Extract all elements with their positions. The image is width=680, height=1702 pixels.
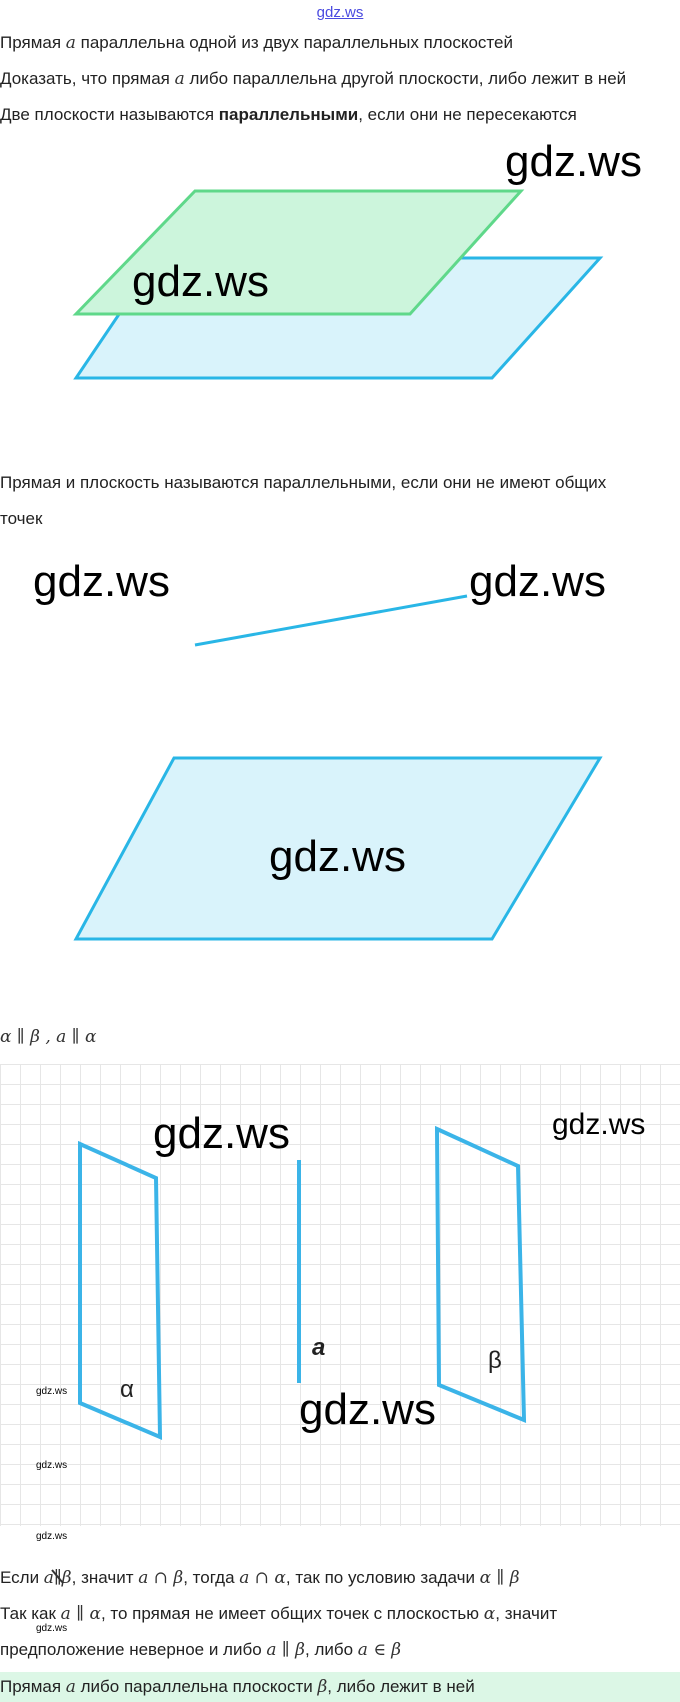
problem-line-1: Прямая a параллельна одной из двух парал… [0,32,513,54]
watermark: gdz.ws [269,832,406,881]
math: a ∩ β [138,1568,184,1588]
math: a ∈ β [357,1640,402,1660]
text: Прямая [0,33,66,52]
watermark: gdz.ws [153,1109,290,1158]
text: предположение неверное и либо [0,1640,267,1659]
watermark: gdz.ws [36,1460,68,1471]
math: α ∥ β [479,1568,520,1588]
text: , значит [71,1568,139,1587]
text: параллельна одной из двух параллельных п… [75,33,513,52]
text: либо параллельна другой плоскости, либо … [184,69,627,88]
math: β [317,1677,328,1697]
given-formula: α ∥ β , a ∥ α [0,1027,97,1047]
text: , значит [495,1604,558,1623]
line-segment [194,594,468,647]
problem-line-2: Доказать, что прямая a либо параллельна … [0,68,626,90]
watermark: gdz.ws [36,1386,68,1397]
text: , так по условию задачи [285,1568,480,1587]
label-alpha: α [120,1376,134,1403]
text: Две плоскости называются [0,105,219,124]
watermark: gdz.ws [299,1385,436,1434]
watermark: gdz.ws [132,257,269,306]
answer-box [0,1672,680,1702]
definition-line-plane-2: точек [0,509,43,528]
math: β [61,1568,72,1588]
watermark-link[interactable]: gdz.ws [316,4,364,21]
math-var: a [174,69,185,89]
plane [73,756,603,941]
not-parallel-symbol: ∥ [53,1568,62,1588]
text: либо параллельна плоскости [75,1677,318,1696]
solution-line-2: Так как a ∥ α, то прямая не имеет общих … [0,1603,557,1625]
plane-alpha [78,1140,163,1441]
text: Если [0,1568,44,1587]
math: α [483,1604,496,1624]
solution-line-1: Если a∥β, значит a ∩ β, тогда a ∩ α, так… [0,1567,520,1589]
watermark: gdz.ws [33,557,170,606]
solution-line-3: предположение неверное и либо a ∥ β, либ… [0,1639,401,1661]
definition-line-plane-1: Прямая и плоскость называются параллельн… [0,473,607,492]
watermark: gdz.ws [505,137,642,186]
answer-text: Прямая a либо параллельна плоскости β, л… [0,1676,475,1698]
math: a [65,1677,76,1697]
green-plane [72,189,525,316]
math-var: a [65,33,76,53]
watermark: gdz.ws [469,557,606,606]
text: Доказать, что прямая [0,69,175,88]
watermark: gdz.ws [36,1531,68,1542]
math: a ∩ α [239,1568,286,1588]
definition-planes: Две плоскости называются параллельными, … [0,104,577,126]
text: , если они не пересекаются [358,105,577,124]
grid-figure [0,1064,680,1526]
label-a: a [312,1334,326,1361]
math: a ∥ β [266,1640,305,1660]
watermark: gdz.ws [552,1108,646,1141]
watermark: gdz.ws [36,1623,68,1634]
math: a ∥ α [60,1604,101,1624]
bold-term: параллельными [218,105,359,124]
text: , либо [305,1640,358,1659]
text: , либо лежит в ней [327,1677,475,1696]
text: , тогда [183,1568,240,1587]
plane-beta [434,1125,527,1424]
math: a [43,1568,54,1588]
label-beta: β [488,1347,502,1374]
text: Так как [0,1604,61,1623]
text: Прямая [0,1677,66,1696]
text: , то прямая не имеет общих точек с плоск… [100,1604,484,1623]
